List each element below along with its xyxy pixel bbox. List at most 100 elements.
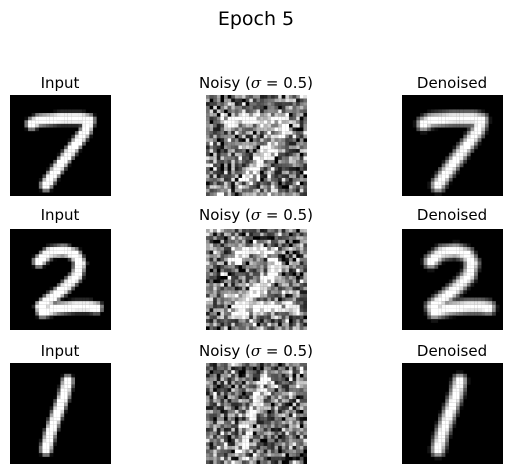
noisy-digit-1-pixel xyxy=(224,138,228,142)
noisy-digit-2-pixel xyxy=(260,250,264,255)
input-digit-1-pixel xyxy=(71,138,76,142)
noisy-digit-3-pixel xyxy=(292,413,297,418)
noisy-digit-2-pixel xyxy=(252,304,257,309)
noisy-digit-1-pixel xyxy=(270,167,275,171)
noisy-digit-3-pixel xyxy=(249,373,253,378)
denoised-digit-2-pixel xyxy=(427,297,431,302)
noisy-digit-2-pixel xyxy=(256,290,261,295)
noisy-digit-3-pixel xyxy=(213,460,217,464)
input-digit-2-pixel xyxy=(56,243,61,248)
noisy-digit-1-pixel xyxy=(285,149,290,153)
noisy-digit-2-pixel xyxy=(303,257,307,262)
denoised-digit-1-pixel xyxy=(452,170,457,175)
noisy-digit-3-pixel xyxy=(213,388,217,392)
noisy-digit-2-pixel xyxy=(209,304,214,309)
noisy-digit-1-pixel xyxy=(285,181,290,186)
noisy-digit-1-pixel xyxy=(299,123,304,128)
noisy-digit-1-pixel xyxy=(216,116,221,121)
noisy-digit-3-pixel xyxy=(299,399,304,403)
noisy-digit-2-pixel xyxy=(249,261,253,266)
input-digit-3-pixel xyxy=(60,399,65,403)
noisy-digit-1-pixel xyxy=(206,163,210,168)
noisy-digit-1-pixel xyxy=(296,105,300,110)
input-digit-2-pixel xyxy=(53,243,57,248)
noisy-digit-2-pixel xyxy=(256,304,261,309)
denoised-digit-2-pixel xyxy=(470,247,475,251)
noisy-digit-1-pixel xyxy=(274,120,279,124)
noisy-digit-3-pixel xyxy=(245,442,250,447)
noisy-digit-3-pixel xyxy=(216,388,221,392)
noisy-digit-3-pixel xyxy=(281,370,286,374)
noisy-digit-3-pixel xyxy=(288,413,293,418)
noisy-digit-1-pixel xyxy=(224,116,228,121)
noisy-digit-2-pixel xyxy=(288,236,293,240)
noisy-digit-1-pixel xyxy=(245,159,250,164)
noisy-digit-3-pixel xyxy=(238,427,243,432)
noisy-digit-1-pixel xyxy=(274,131,279,135)
noisy-digit-1-pixel xyxy=(296,145,300,150)
noisy-digit-3-pixel xyxy=(303,384,307,389)
input-digit-1-pixel xyxy=(67,113,72,117)
input-digit-3-pixel xyxy=(60,388,65,392)
denoised-digit-2-pixel xyxy=(484,311,489,316)
noisy-digit-2-pixel xyxy=(216,265,221,269)
noisy-digit-3-pixel xyxy=(252,435,257,439)
input-digit-2-pixel xyxy=(89,308,94,313)
input-digit-3-pixel xyxy=(60,391,65,396)
denoised-digit-2-pixel xyxy=(456,308,460,313)
noisy-digit-3-pixel xyxy=(231,373,235,378)
noisy-digit-2-pixel xyxy=(206,297,210,302)
noisy-digit-1-pixel xyxy=(252,138,257,142)
denoised-digit-2-pixel xyxy=(430,254,435,258)
noisy-digit-3-pixel xyxy=(296,431,300,436)
noisy-digit-1-pixel xyxy=(227,116,232,121)
noisy-digit-2-pixel xyxy=(288,229,293,233)
noisy-digit-2-pixel xyxy=(227,239,232,244)
input-digit-1-pixel xyxy=(56,113,61,117)
denoised-digit-1-pixel xyxy=(463,138,468,142)
noisy-digit-1-pixel xyxy=(278,145,282,150)
noisy-digit-3-pixel xyxy=(303,445,307,450)
noisy-digit-2-pixel xyxy=(245,286,250,291)
input-digit-1-pixel xyxy=(74,134,79,139)
denoised-digit-3-pixel xyxy=(427,445,431,450)
noisy-digit-3-pixel xyxy=(220,399,225,403)
noisy-digit-1-pixel xyxy=(288,177,293,182)
noisy-digit-2-pixel xyxy=(216,304,221,309)
noisy-digit-1-pixel xyxy=(220,102,225,106)
noisy-digit-2-pixel xyxy=(267,301,272,305)
denoised-digit-2-pixel xyxy=(477,304,482,309)
input-digit-1-pixel xyxy=(78,120,83,124)
input-digit-1-pixel xyxy=(74,141,79,146)
noisy-digit-2-pixel xyxy=(274,290,279,295)
noisy-digit-2-pixel xyxy=(216,257,221,262)
noisy-digit-2-pixel xyxy=(260,311,264,316)
noisy-digit-1-pixel xyxy=(238,98,243,103)
denoised-digit-3-pixel xyxy=(459,373,464,378)
denoised-digit-1-pixel xyxy=(441,116,446,121)
denoised-digit-2-pixel xyxy=(427,250,431,255)
noisy-digit-1-pixel xyxy=(224,170,228,175)
noisy-digit-3-pixel xyxy=(278,377,282,382)
noisy-digit-3-pixel xyxy=(216,406,221,410)
denoised-digit-2-pixel xyxy=(477,308,482,313)
noisy-digit-1-pixel xyxy=(234,181,239,186)
input-digit-2-pixel xyxy=(56,250,61,255)
denoised-digit-3-pixel xyxy=(459,388,464,392)
noisy-digit-3-pixel xyxy=(245,456,250,461)
input-digit-3-pixel xyxy=(42,445,47,450)
denoised-digit-2-pixel xyxy=(434,257,439,262)
noisy-digit-1-pixel xyxy=(209,95,214,99)
denoised-digit-1-pixel xyxy=(445,185,449,189)
noisy-digit-2-pixel xyxy=(274,247,279,251)
input-digit-3-pixel xyxy=(53,399,57,403)
denoised-digit-2-pixel xyxy=(438,290,442,295)
noisy-digit-3-pixel xyxy=(256,388,261,392)
noisy-digit-1-pixel xyxy=(281,123,286,128)
noisy-digit-3-pixel xyxy=(296,420,300,425)
noisy-digit-1-pixel xyxy=(303,120,307,124)
noisy-digit-2-pixel xyxy=(224,232,228,237)
noisy-digit-2-pixel xyxy=(267,268,272,273)
noisy-digit-3-pixel xyxy=(216,366,221,371)
noisy-digit-1-pixel xyxy=(260,138,264,142)
